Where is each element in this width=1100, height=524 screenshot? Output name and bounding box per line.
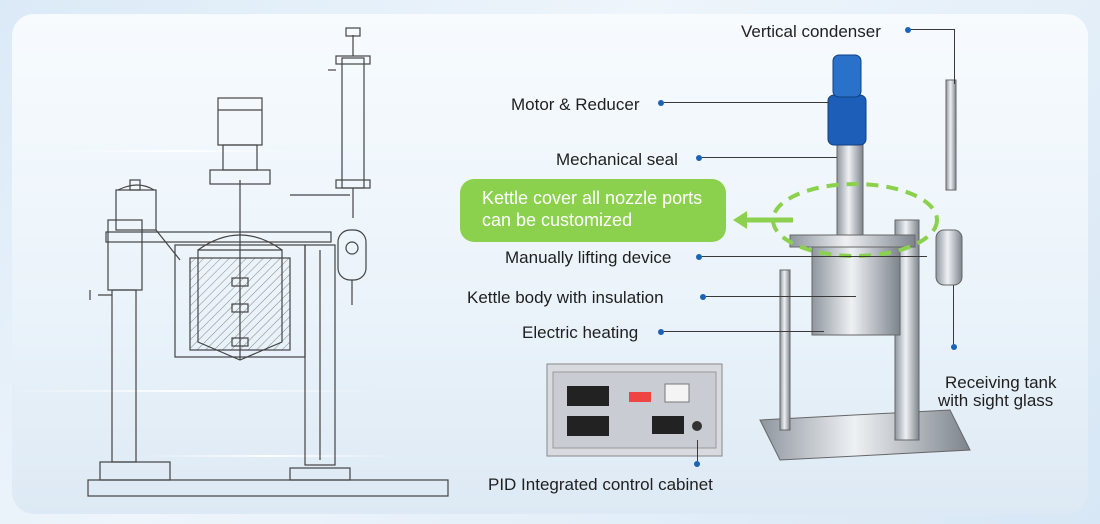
pointer-dot — [905, 27, 911, 33]
label-receiving-tank-2: with sight glass — [938, 391, 1054, 410]
label-manually-lifting: Manually lifting device — [505, 248, 672, 267]
pointer-dot — [658, 100, 664, 106]
light-streak — [60, 150, 300, 152]
leader-line — [954, 29, 955, 84]
label-kettle-body: Kettle body with insulation — [467, 288, 664, 307]
pointer-dot — [658, 329, 664, 335]
leader-line — [664, 102, 829, 103]
nozzle-highlight — [771, 182, 939, 258]
light-streak — [0, 390, 380, 392]
reactor-photo — [759, 54, 971, 461]
arrow-left-icon — [733, 211, 793, 229]
reactor-technical-drawing — [87, 27, 449, 497]
pid-control-cabinet — [546, 363, 723, 457]
pointer-dot — [696, 155, 702, 161]
callout-customizable-ports: Kettle cover all nozzle ports can be cus… — [460, 179, 726, 242]
pointer-dot — [694, 461, 700, 467]
label-pid-cabinet: PID Integrated control cabinet — [488, 475, 713, 494]
label-receiving-tank-1: Receiving tank — [945, 373, 1057, 392]
light-streak — [140, 455, 400, 457]
leader-line — [697, 440, 698, 461]
callout-line-1: Kettle cover all nozzle ports — [482, 188, 703, 208]
pointer-dot — [700, 294, 706, 300]
leader-line — [911, 29, 955, 30]
callout-line-2: can be customized — [482, 210, 633, 230]
label-motor-reducer: Motor & Reducer — [511, 95, 640, 114]
pointer-dot — [696, 254, 702, 260]
leader-line — [953, 285, 954, 344]
leader-line — [702, 157, 837, 158]
leader-line — [706, 296, 856, 297]
label-electric-heating: Electric heating — [522, 323, 639, 342]
pointer-dot — [951, 344, 957, 350]
leader-line — [664, 331, 824, 332]
label-vertical-condenser: Vertical condenser — [741, 22, 881, 41]
label-mechanical-seal: Mechanical seal — [556, 150, 678, 169]
leader-line — [702, 256, 927, 257]
